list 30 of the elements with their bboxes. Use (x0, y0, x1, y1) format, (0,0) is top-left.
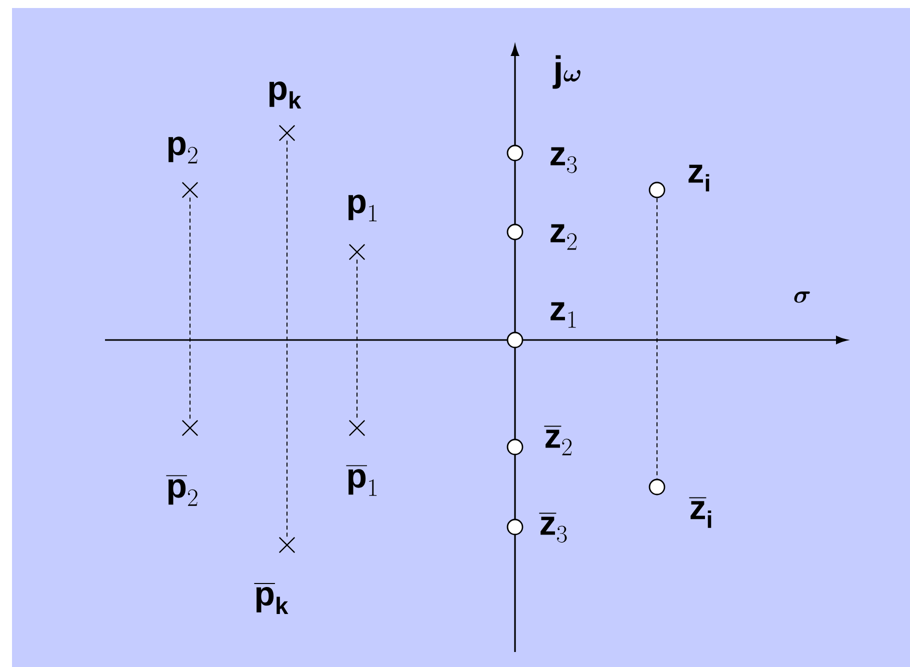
mark-label: $\overline{\textbf{p}}_{\textbf{k}}$ (254, 584, 288, 614)
zero-mark (648, 182, 666, 198)
pole-mark (182, 420, 198, 436)
mark-label: $\overline{\textbf{p}}_{2}$ (166, 476, 198, 506)
pole-mark (348, 420, 366, 436)
zero-mark (506, 144, 524, 162)
pole-mark (278, 536, 296, 554)
mark-label: $\textbf{p}_{\textbf{k}}$ (269, 82, 302, 109)
mark-label: $\overline{\textbf{z}}_{\textbf{i}}$ (689, 498, 712, 528)
pole-mark (278, 124, 296, 142)
zero-mark (648, 478, 666, 496)
mark-label: $\overline{\textbf{z}}_{2}$ (544, 426, 572, 456)
zero-mark (506, 224, 524, 240)
zero-mark (506, 332, 524, 348)
mark-label: $\textbf{z}_{1}$ (550, 302, 576, 328)
axis-label: $\boldsymbol{\sigma}$ (794, 292, 810, 303)
conjugate-line (656, 198, 658, 480)
pole-mark (182, 182, 198, 198)
zero-mark (506, 518, 524, 536)
axis-label: $\textbf{j}\boldsymbol{\omega}$ (552, 55, 580, 89)
zero-mark (506, 438, 524, 456)
conjugate-line (286, 140, 288, 538)
mark-label: $\textbf{p}_{2}$ (168, 136, 198, 164)
mark-label: $\overline{\textbf{p}}_{1}$ (346, 466, 377, 496)
pole-mark (348, 244, 366, 260)
mark-label: $\textbf{p}_{1}$ (348, 194, 377, 222)
mark-label: $\textbf{z}_{3}$ (550, 147, 577, 174)
mark-label: $\overline{\textbf{z}}_{3}$ (539, 513, 567, 543)
mark-label: $\textbf{z}_{2}$ (550, 224, 577, 250)
mark-label: $\textbf{z}_{\textbf{i}}$ (688, 164, 710, 192)
